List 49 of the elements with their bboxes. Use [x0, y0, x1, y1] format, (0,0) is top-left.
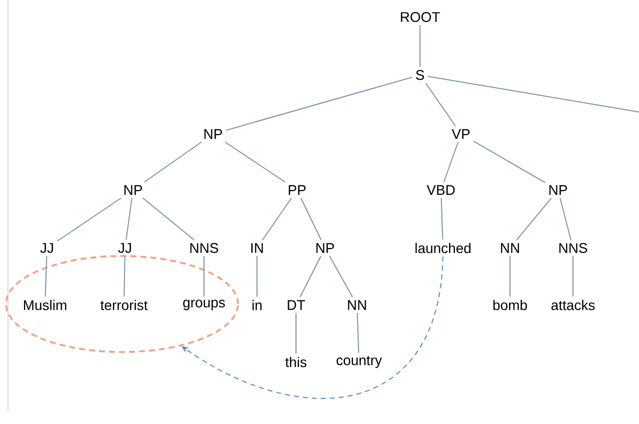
tree-branch — [356, 312, 360, 354]
category-label: NP — [204, 129, 222, 139]
word: in — [252, 300, 262, 310]
category-label: NNS — [559, 243, 588, 253]
word: Muslim — [24, 300, 66, 310]
category-label: PP — [288, 185, 306, 195]
word: this — [285, 356, 306, 368]
dashed-ellipse — [5, 255, 239, 353]
tree-branch — [516, 198, 552, 240]
tree-branch — [144, 142, 202, 182]
category-label: VP — [452, 129, 470, 139]
tree-branch — [440, 198, 444, 240]
tree-branch — [425, 82, 456, 126]
tree-branch — [124, 256, 126, 298]
tree-branch — [300, 256, 322, 298]
tree-branch — [473, 140, 546, 184]
word: attacks — [551, 300, 595, 310]
tree-branch — [224, 142, 286, 182]
word: terrorist — [100, 300, 148, 310]
category-label: DT — [288, 300, 306, 310]
word: groups — [183, 300, 225, 310]
tree-branch — [572, 256, 574, 298]
tree-branch — [142, 198, 195, 240]
tree-branch — [56, 198, 122, 242]
word: bomb — [493, 300, 527, 310]
tree-branch — [262, 198, 292, 240]
category-label: NN — [501, 243, 519, 253]
word: country — [336, 356, 382, 368]
tree-branch — [126, 198, 132, 240]
word: launched — [416, 242, 470, 254]
tree-branch — [443, 142, 459, 182]
category-label: JJ — [40, 243, 53, 253]
tree-branch — [329, 256, 353, 298]
category-label: S — [416, 70, 424, 80]
category-label: NP — [316, 243, 334, 253]
tree-branch — [256, 256, 258, 298]
tree-branch — [300, 198, 322, 240]
tree-branch — [225, 76, 413, 131]
tree-branch — [44, 256, 48, 298]
category-label: ROOT — [400, 12, 440, 22]
category-label: NN — [348, 300, 366, 310]
category-label: NP — [549, 185, 567, 195]
category-label: JJ — [118, 243, 131, 253]
category-label: NNS — [190, 243, 218, 253]
category-label: VBD — [426, 185, 455, 195]
category-label: NP — [124, 185, 142, 195]
tree-branch — [427, 76, 639, 112]
category-label: IN — [251, 243, 263, 253]
tree-branch — [560, 198, 572, 240]
